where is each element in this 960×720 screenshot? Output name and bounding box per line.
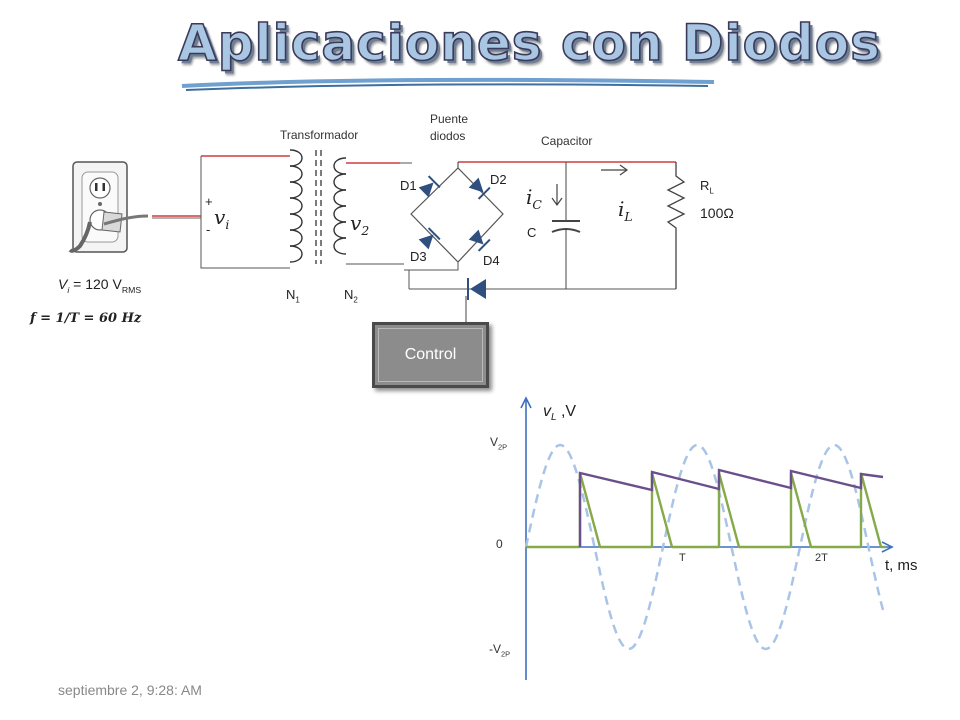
polarity-plus: + xyxy=(205,194,213,209)
polarity-minus: - xyxy=(206,222,211,237)
n2-label: N2 xyxy=(344,287,358,305)
zero-tick: 0 xyxy=(496,537,503,551)
y-axis-arrow xyxy=(520,396,532,409)
source-voltage-label: Vi = 120 VRMS xyxy=(58,276,142,295)
v2-label: v2 xyxy=(350,211,370,238)
input-sine-series xyxy=(524,443,886,651)
rectified-pulse xyxy=(859,472,883,548)
diode-bridge xyxy=(410,167,504,263)
transformer-primary-coil xyxy=(289,149,303,263)
control-diode-icon xyxy=(467,278,486,300)
x-axis-arrow xyxy=(881,541,894,553)
rl-value: 100Ω xyxy=(700,205,734,221)
n1-label: N1 xyxy=(286,287,300,305)
power-plug-icon xyxy=(68,211,149,253)
transformer-secondary-coil xyxy=(333,157,347,255)
graph-xlabel: t, ms xyxy=(885,557,918,574)
filtered-output-series xyxy=(578,468,884,547)
capacitor-c-label: C xyxy=(527,225,537,240)
graph-ylabel: vL ,V xyxy=(543,403,577,424)
rl-label: RL xyxy=(700,178,714,196)
rectified-pulse xyxy=(650,472,674,548)
control-button[interactable]: Control xyxy=(372,322,489,388)
page-title: Aplicaciones con Diodos xyxy=(177,13,881,73)
v2p-tick: V2P xyxy=(490,435,508,452)
capacitor-label: Capacitor xyxy=(541,134,593,148)
footer-date: septiembre 2, 9:28: AM xyxy=(58,682,202,698)
title-underline-swoosh xyxy=(181,77,715,91)
frequency-formula: f = 1/T = 60 Hz xyxy=(30,311,142,326)
bridge-label-line1: Puente xyxy=(430,112,469,126)
transformer-label: Transformador xyxy=(280,128,359,142)
d4-label: D4 xyxy=(483,253,500,268)
ic-label: iC xyxy=(526,185,542,212)
rectified-pulse xyxy=(578,472,602,548)
d2-label: D2 xyxy=(490,172,507,187)
il-label: iL xyxy=(618,197,633,224)
t-tick: T xyxy=(679,552,686,564)
2t-tick: 2T xyxy=(815,552,828,564)
bridge-label-line2: diodos xyxy=(430,129,466,143)
d1-label: D1 xyxy=(400,178,417,193)
vi-label: vi xyxy=(214,205,230,232)
d3-label: D3 xyxy=(410,249,427,264)
neg-v2p-tick: -V2P xyxy=(489,642,511,659)
